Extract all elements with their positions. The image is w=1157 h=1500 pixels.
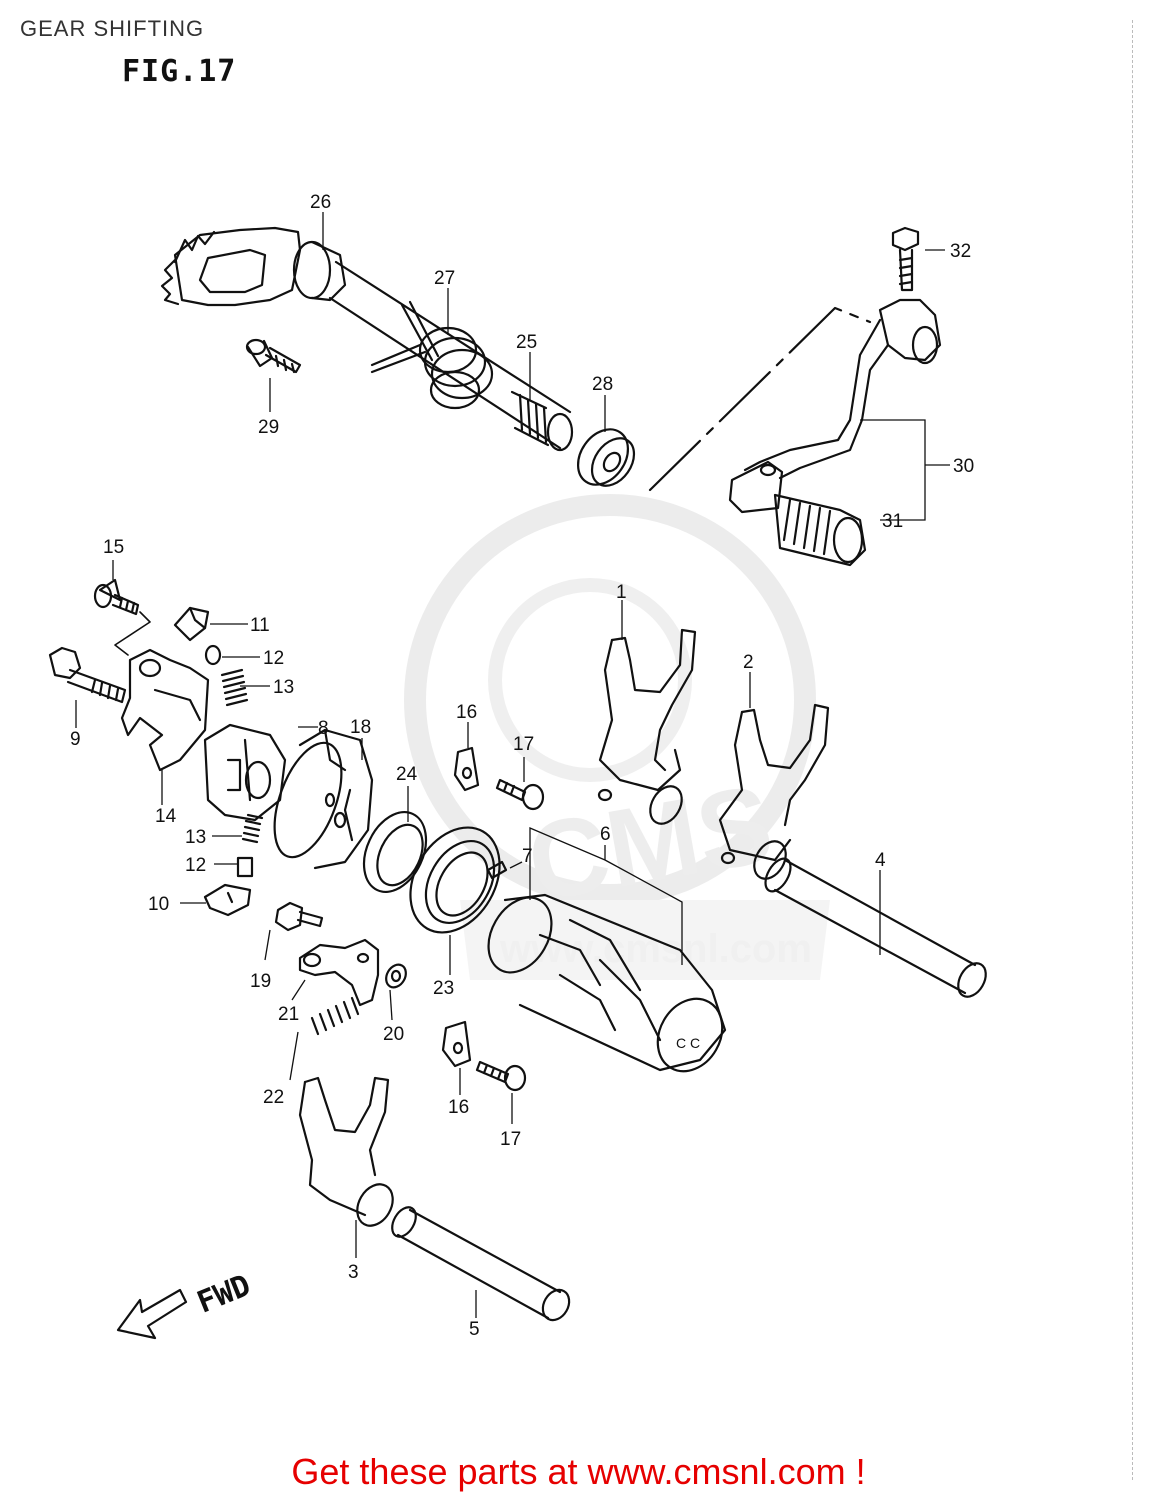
callout-numbers: 1 2 3 4 5 6 7 8 9 10 11 12 12 13 13 14 1…	[70, 192, 974, 1340]
part-cam-guide-11	[173, 606, 210, 642]
callout-28: 28	[592, 374, 613, 395]
callout-16-upper: 16	[456, 702, 477, 723]
part-screw-15	[93, 578, 140, 616]
part-pin-12-upper	[204, 644, 222, 666]
part-fork-shaft-5	[391, 1206, 571, 1322]
part-bolt-9	[48, 646, 127, 704]
part-shift-fork-1	[597, 628, 697, 825]
callout-2: 2	[743, 652, 754, 673]
part-spring-13-upper	[220, 668, 249, 707]
fwd-arrow-icon	[116, 1288, 188, 1340]
callout-6: 6	[600, 824, 611, 845]
callout-7: 7	[522, 846, 533, 867]
part-oil-seal	[576, 428, 636, 487]
callout-21: 21	[278, 1004, 299, 1025]
part-stopper-arm-21	[298, 938, 380, 1007]
part-bolt-32	[891, 226, 920, 292]
part-shift-fork-3	[298, 1076, 394, 1227]
part-screw-17-lower	[475, 1060, 527, 1092]
callout-14: 14	[155, 806, 177, 827]
callout-13-upper: 13	[273, 677, 294, 698]
part-bolt-29	[245, 338, 302, 374]
callout-32: 32	[950, 241, 971, 262]
part-bolt-19	[274, 901, 324, 932]
part-washer-20	[385, 963, 407, 989]
callout-20: 20	[383, 1024, 404, 1045]
footer-advert[interactable]: Get these parts at www.cmsnl.com !	[291, 1451, 866, 1492]
part-gear-shift-cam	[203, 723, 287, 822]
callout-12-lower: 12	[185, 855, 206, 876]
callout-5: 5	[469, 1319, 480, 1340]
callout-31: 31	[882, 511, 903, 532]
cam-drum-mark: C C	[676, 1035, 700, 1051]
assembly-line-lever	[648, 306, 872, 492]
fwd-label: FWD	[192, 1268, 255, 1321]
part-gear-shift-cam-drum: C C	[487, 893, 727, 1073]
part-gearshift-lever	[728, 298, 942, 567]
part-pin-7	[486, 860, 508, 880]
callout-4: 4	[875, 850, 886, 871]
part-bearing-23	[409, 826, 501, 934]
callout-9: 9	[70, 729, 81, 750]
part-cam-18	[273, 728, 374, 870]
callout-18: 18	[350, 717, 371, 738]
part-gearshift-shaft	[160, 226, 574, 452]
callout-leaders	[75, 212, 950, 1318]
part-screw-17-upper	[495, 778, 545, 811]
part-pin-12-lower	[236, 856, 254, 878]
callout-12-upper: 12	[263, 648, 284, 669]
callout-17-upper: 17	[513, 734, 534, 755]
callout-13-lower: 13	[185, 827, 206, 848]
watermark-url-text: www.cmsnl.com	[499, 927, 812, 971]
callout-15: 15	[103, 537, 124, 558]
callout-19: 19	[250, 971, 271, 992]
page-title: GEAR SHIFTING	[20, 16, 205, 41]
callout-23: 23	[433, 978, 454, 999]
part-shift-fork-2	[718, 703, 830, 880]
callout-3: 3	[348, 1262, 359, 1283]
callout-1: 1	[616, 582, 627, 603]
callout-27: 27	[434, 268, 455, 289]
callout-25: 25	[516, 332, 537, 353]
figure-number: FIG.17	[122, 54, 237, 89]
callout-24: 24	[396, 764, 418, 785]
callout-22: 22	[263, 1087, 284, 1108]
callout-16-lower: 16	[448, 1097, 469, 1118]
part-spring-22	[310, 996, 360, 1036]
callout-30: 30	[953, 456, 974, 477]
scan-edge-marks	[1130, 20, 1133, 1480]
part-plate-16-upper	[453, 746, 480, 792]
callout-29: 29	[258, 417, 279, 438]
part-cam-guide-10	[203, 883, 252, 917]
part-spring-13-lower	[241, 813, 264, 844]
callout-26: 26	[310, 192, 331, 213]
callout-11: 11	[250, 615, 270, 636]
callout-8: 8	[318, 718, 329, 739]
part-gearshift-stopper	[120, 648, 210, 772]
part-plate-16-lower	[441, 1020, 472, 1068]
callout-10: 10	[148, 894, 169, 915]
callout-17-lower: 17	[500, 1129, 521, 1150]
